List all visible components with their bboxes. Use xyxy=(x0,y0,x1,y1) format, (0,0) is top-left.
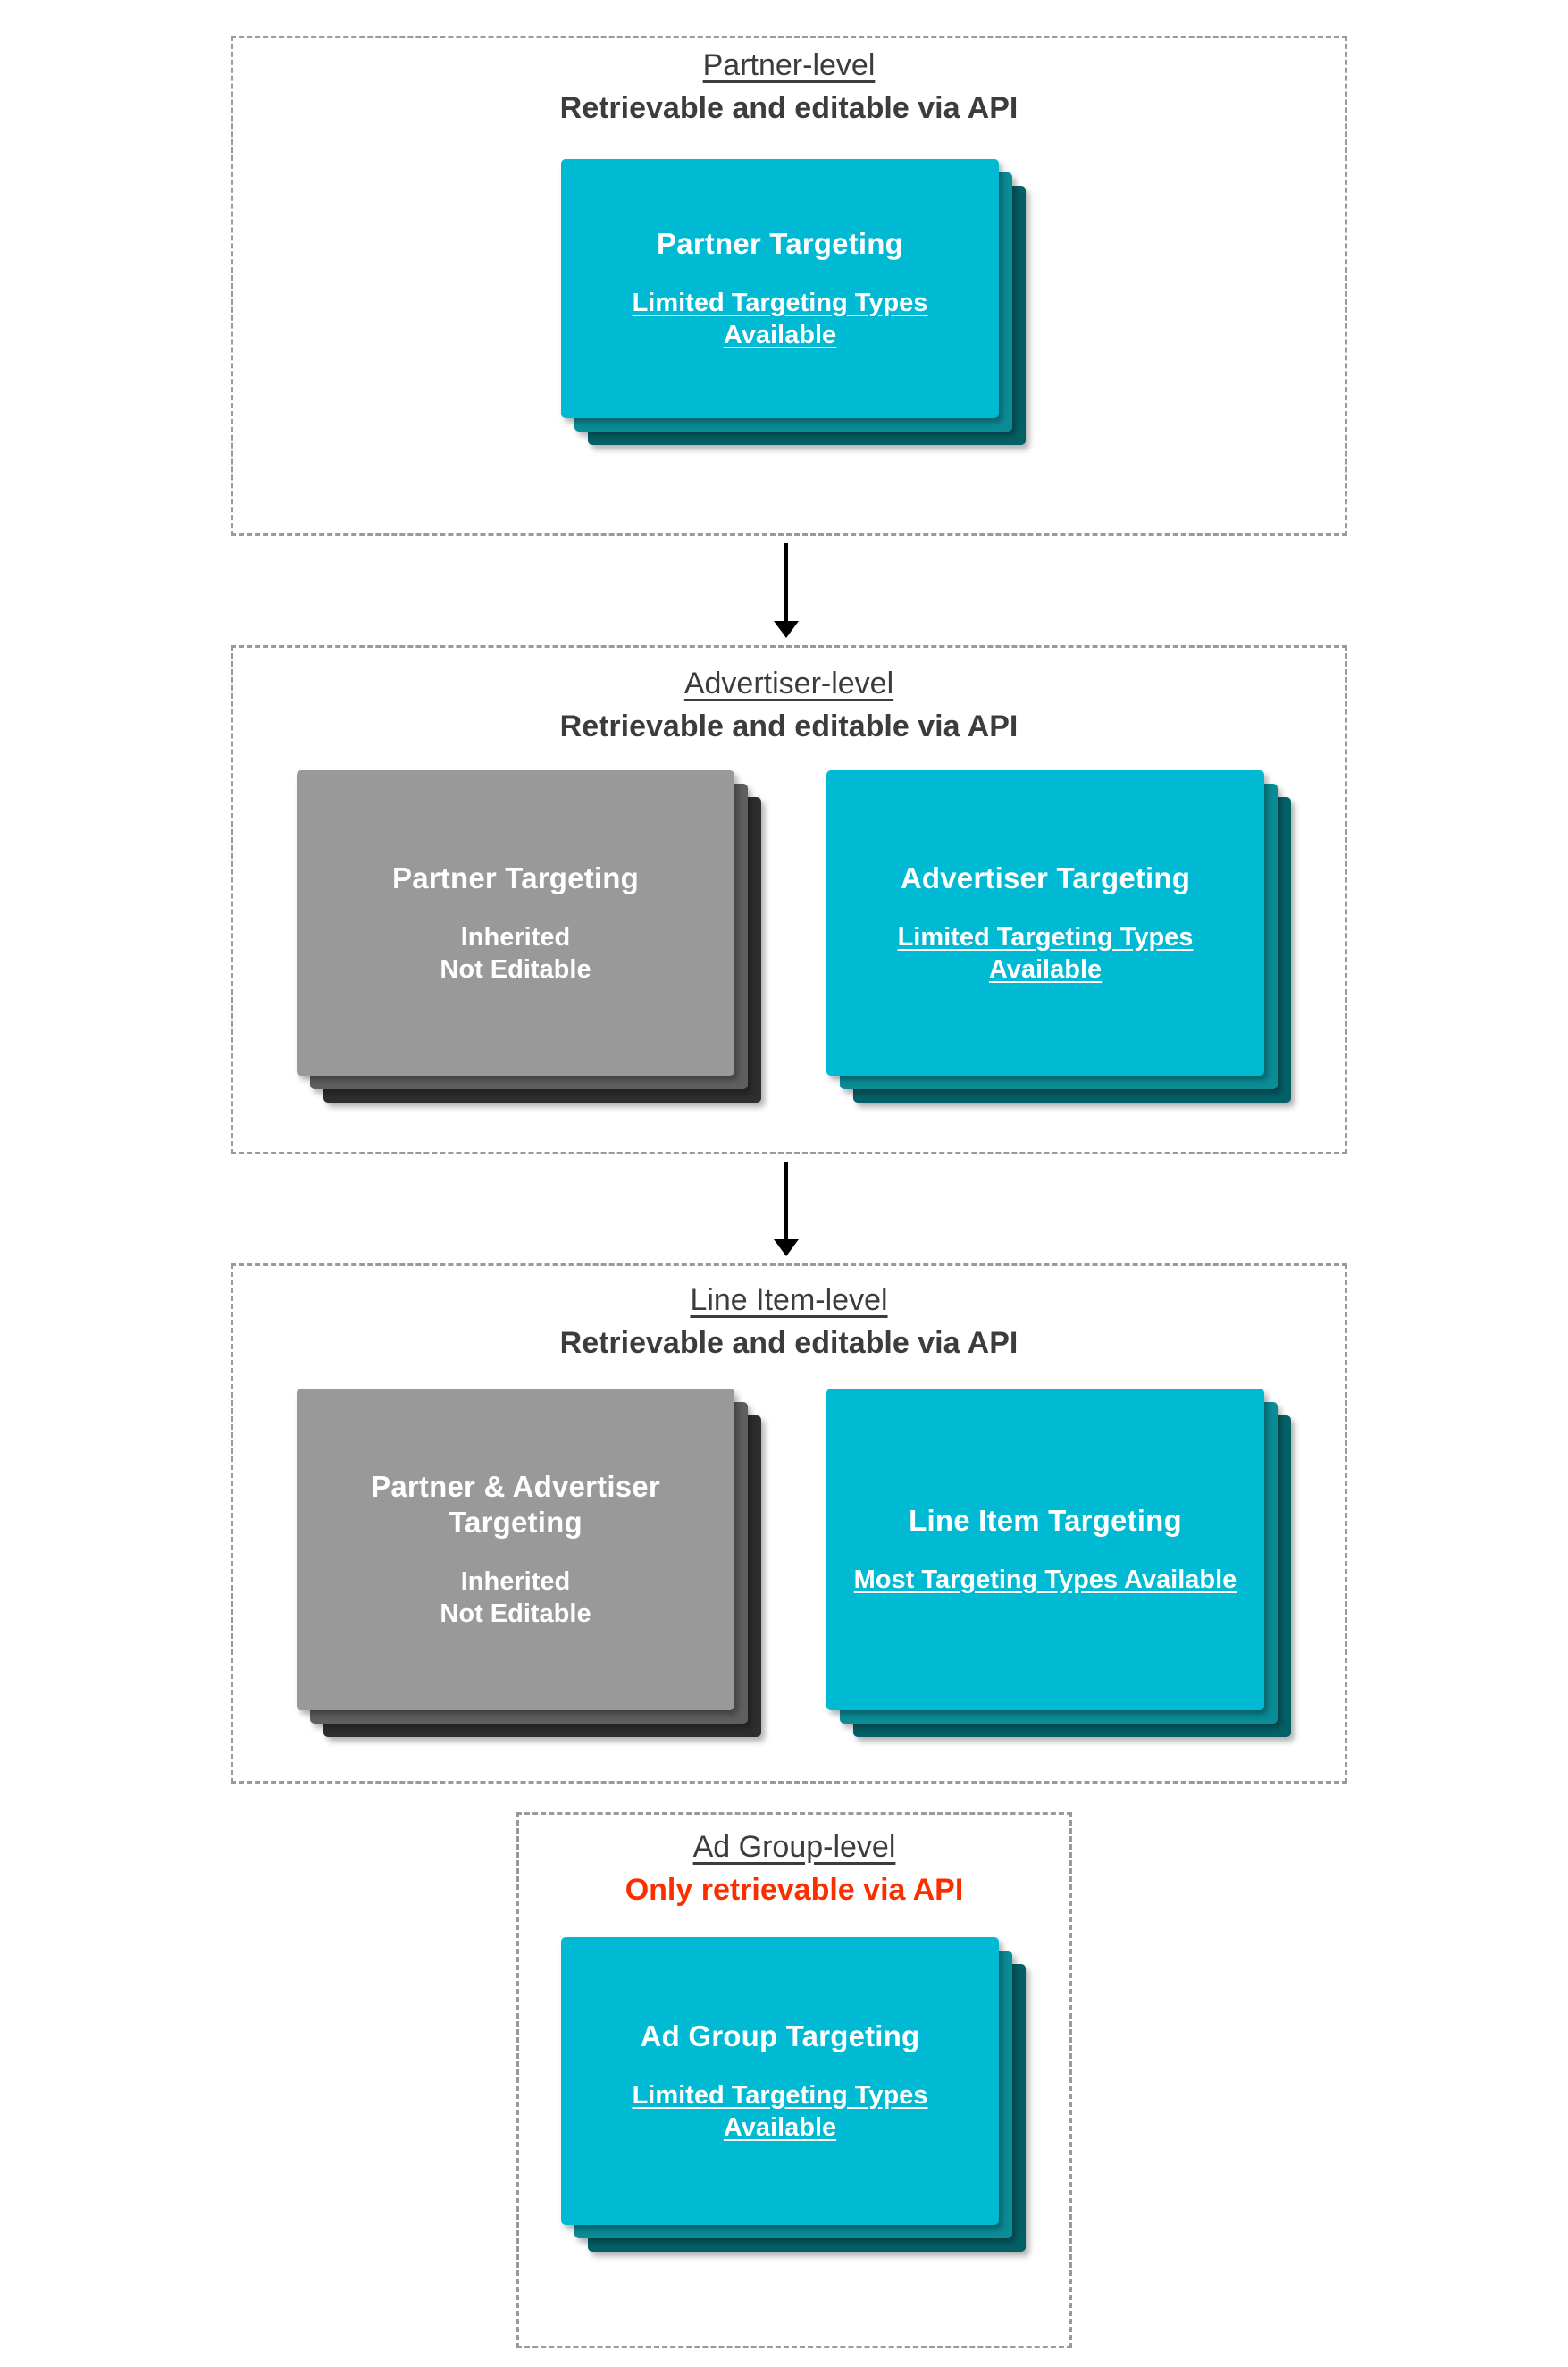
arrow-shaft xyxy=(784,543,788,622)
card-layer-front: Partner & Advertiser Targeting Inherited… xyxy=(297,1389,734,1710)
level-box-lineitem xyxy=(231,1263,1347,1784)
arrow-shaft xyxy=(784,1162,788,1240)
card-title: Partner & Advertiser Targeting xyxy=(371,1469,660,1539)
level-heading-advertiser: Advertiser-level Retrievable and editabl… xyxy=(231,665,1347,746)
level-box-partner xyxy=(231,36,1347,536)
card-note: Limited Targeting Types Available xyxy=(632,288,928,350)
card-layer-front: Line Item Targeting Most Targeting Types… xyxy=(826,1389,1264,1710)
level-subtitle-lineitem: Retrievable and editable via API xyxy=(559,1325,1019,1360)
card-stack-adgroup-targeting[interactable]: Ad Group Targeting Limited Targeting Typ… xyxy=(561,1937,1026,2252)
level-title-adgroup: Ad Group-level xyxy=(692,1830,896,1864)
level-title-advertiser: Advertiser-level xyxy=(683,667,894,701)
level-subtitle-adgroup: Only retrievable via API xyxy=(625,1872,964,1907)
connector-partner-to-advertiser xyxy=(768,543,804,638)
card-layer-front: Partner Targeting Limited Targeting Type… xyxy=(561,159,999,418)
card-note: Limited Targeting Types Available xyxy=(897,922,1194,985)
card-body-lineitem-targeting: Line Item Targeting Most Targeting Types… xyxy=(826,1389,1264,1710)
card-title: Advertiser Targeting xyxy=(900,860,1191,894)
level-title-lineitem: Line Item-level xyxy=(690,1283,888,1317)
card-title: Partner Targeting xyxy=(656,226,903,260)
level-box-advertiser xyxy=(231,645,1347,1154)
level-heading-lineitem: Line Item-level Retrievable and editable… xyxy=(231,1281,1347,1363)
card-title: Ad Group Targeting xyxy=(640,2019,920,2052)
card-note: Most Targeting Types Available xyxy=(853,1565,1237,1594)
card-body-partner-targeting: Partner Targeting Limited Targeting Type… xyxy=(561,159,999,418)
level-subtitle-partner: Retrievable and editable via API xyxy=(559,90,1019,125)
level-subtitle-advertiser: Retrievable and editable via API xyxy=(559,709,1019,743)
arrow-head-icon xyxy=(774,621,799,638)
level-heading-adgroup: Ad Group-level Only retrievable via API xyxy=(516,1828,1072,1910)
card-note: Limited Targeting Types Available xyxy=(632,2080,928,2143)
level-heading-partner: Partner-level Retrievable and editable v… xyxy=(231,46,1347,128)
connector-advertiser-to-lineitem xyxy=(768,1162,804,1256)
card-stack-advertiser-targeting[interactable]: Advertiser Targeting Limited Targeting T… xyxy=(826,770,1291,1103)
card-stack-lineitem-inherited[interactable]: Partner & Advertiser Targeting Inherited… xyxy=(297,1389,761,1737)
card-layer-front: Advertiser Targeting Limited Targeting T… xyxy=(826,770,1264,1076)
card-body-advertiser-targeting: Advertiser Targeting Limited Targeting T… xyxy=(826,770,1264,1076)
card-stack-lineitem-targeting[interactable]: Line Item Targeting Most Targeting Types… xyxy=(826,1389,1291,1737)
arrow-head-icon xyxy=(774,1239,799,1256)
card-body-lineitem-inherited: Partner & Advertiser Targeting Inherited… xyxy=(297,1389,734,1710)
level-box-adgroup xyxy=(516,1812,1072,2348)
card-title: Partner Targeting xyxy=(391,860,639,894)
level-title-partner: Partner-level xyxy=(702,48,876,82)
card-body-adgroup-targeting: Ad Group Targeting Limited Targeting Typ… xyxy=(561,1937,999,2225)
card-stack-partner-targeting[interactable]: Partner Targeting Limited Targeting Type… xyxy=(561,159,1026,445)
card-title: Line Item Targeting xyxy=(909,1503,1182,1537)
card-layer-front: Ad Group Targeting Limited Targeting Typ… xyxy=(561,1937,999,2225)
